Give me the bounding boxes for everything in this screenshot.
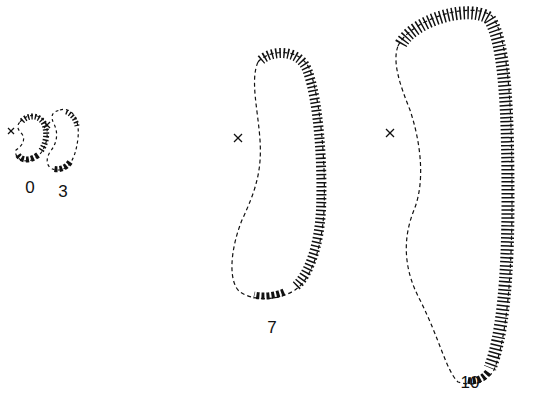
outline-10 xyxy=(396,10,512,384)
hatch-7 xyxy=(261,53,321,286)
stage-number: 3 xyxy=(58,183,67,200)
stage-number: 7 xyxy=(267,319,276,336)
outline-7 xyxy=(232,52,324,298)
hatch-0b xyxy=(18,155,38,160)
hatch-10 xyxy=(401,13,508,368)
stage-number: 10 xyxy=(461,374,480,391)
hatch-3 xyxy=(66,112,77,126)
hatch-7b xyxy=(254,292,284,296)
outline-0 xyxy=(16,115,48,160)
outline-3 xyxy=(47,109,78,170)
stage-number: 0 xyxy=(25,179,34,196)
hatch-0 xyxy=(22,116,46,152)
hatch-3b xyxy=(54,162,70,169)
